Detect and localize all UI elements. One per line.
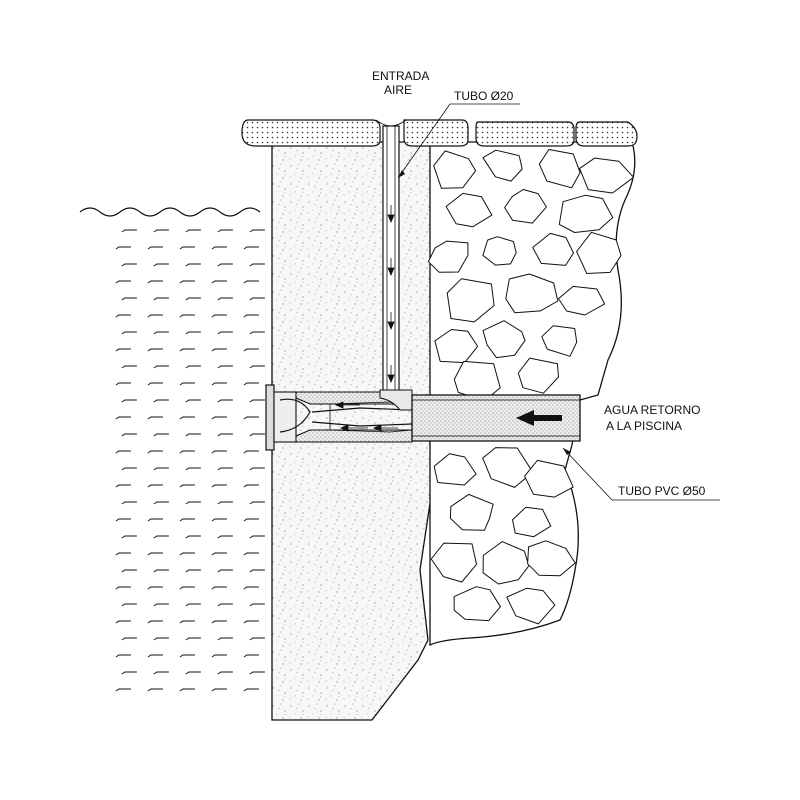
pvc-return-pipe [411, 394, 581, 442]
label-return-line2: A LA PISCINA [606, 419, 682, 433]
label-pvc-tube: TUBO PVC Ø50 [618, 484, 706, 498]
leader-lines [397, 103, 720, 501]
stone-backfill [427, 141, 636, 647]
label-air-inlet-line1: ENTRADA [372, 69, 429, 83]
labels: ENTRADA AIRE TUBO Ø20 AGUA RETORNO A LA … [372, 69, 706, 498]
pool-water [79, 207, 265, 692]
return-flow-arrow [516, 410, 562, 426]
label-return-line1: AGUA RETORNO [604, 403, 700, 417]
label-air-inlet-line2: AIRE [384, 83, 412, 97]
air-tube [375, 119, 407, 392]
return-inlet-fitting [265, 384, 413, 451]
label-air-tube: TUBO Ø20 [454, 89, 514, 103]
coping-paving [241, 119, 638, 147]
air-flow-arrows [387, 205, 395, 384]
